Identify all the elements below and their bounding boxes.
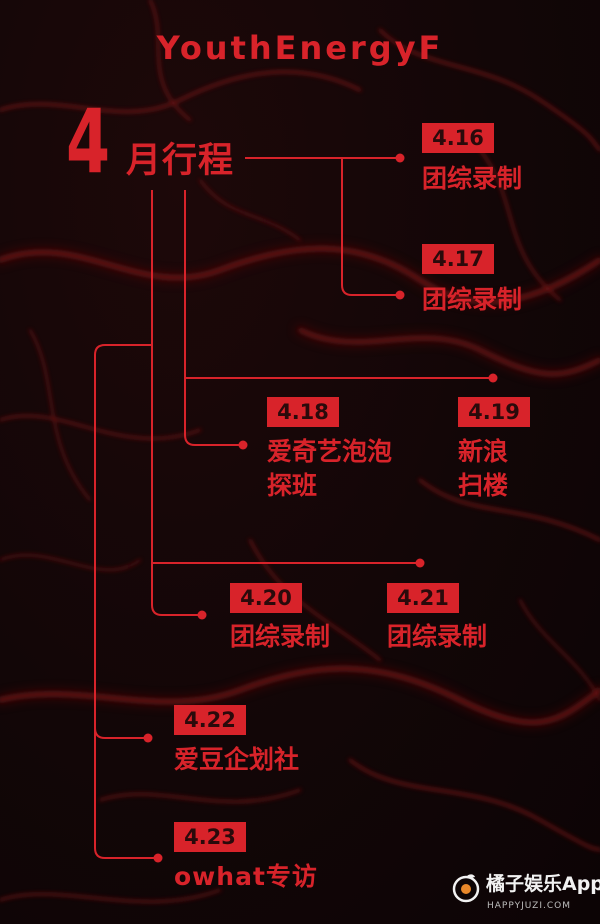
connector-line-423 <box>94 344 158 859</box>
connector-line-418 <box>184 190 243 446</box>
event-label-419-line1: 新浪 <box>458 437 509 466</box>
date-badge-420: 4.20 <box>230 583 302 613</box>
event-label-416: 团综录制 <box>422 164 523 193</box>
event-label-423: owhat专访 <box>174 862 318 891</box>
connector-line-417 <box>341 158 400 296</box>
connector-line-422 <box>94 727 148 739</box>
connector-line-420 <box>151 190 202 616</box>
date-badge-417: 4.17 <box>422 244 494 274</box>
event-label-417: 团综录制 <box>422 285 523 314</box>
watermark: 橘子娱乐App HAPPYJUZI.COM <box>450 870 600 918</box>
connector-dot <box>395 290 405 300</box>
watermark-site: HAPPYJUZI.COM <box>487 901 571 911</box>
connector-dot <box>153 853 163 863</box>
connector-dot <box>143 733 153 743</box>
month-number: 4 <box>66 90 111 193</box>
event-label-418-line1: 爱奇艺泡泡 <box>267 437 393 466</box>
event-label-418-line2: 探班 <box>267 471 318 500</box>
date-badge-416: 4.16 <box>422 123 494 153</box>
connector-dot <box>415 558 425 568</box>
date-badge-419: 4.19 <box>458 397 530 427</box>
connector-dot <box>197 610 207 620</box>
juzi-logo-icon <box>452 874 480 903</box>
poster-title: YouthEnergyF <box>156 29 444 67</box>
date-badge-423: 4.23 <box>174 822 246 852</box>
connector-dot <box>238 440 248 450</box>
event-label-420: 团综录制 <box>230 622 331 651</box>
connector-dot <box>488 373 498 383</box>
date-badge-421: 4.21 <box>387 583 459 613</box>
date-badge-422: 4.22 <box>174 705 246 735</box>
event-label-419-line2: 扫楼 <box>458 471 509 500</box>
connector-dot <box>395 153 405 163</box>
month-heading: 月行程 <box>126 141 235 181</box>
date-badge-418: 4.18 <box>267 397 339 427</box>
event-label-422: 爱豆企划社 <box>174 745 300 774</box>
event-label-421: 团综录制 <box>387 622 488 651</box>
watermark-name: 橘子娱乐App <box>486 873 600 895</box>
